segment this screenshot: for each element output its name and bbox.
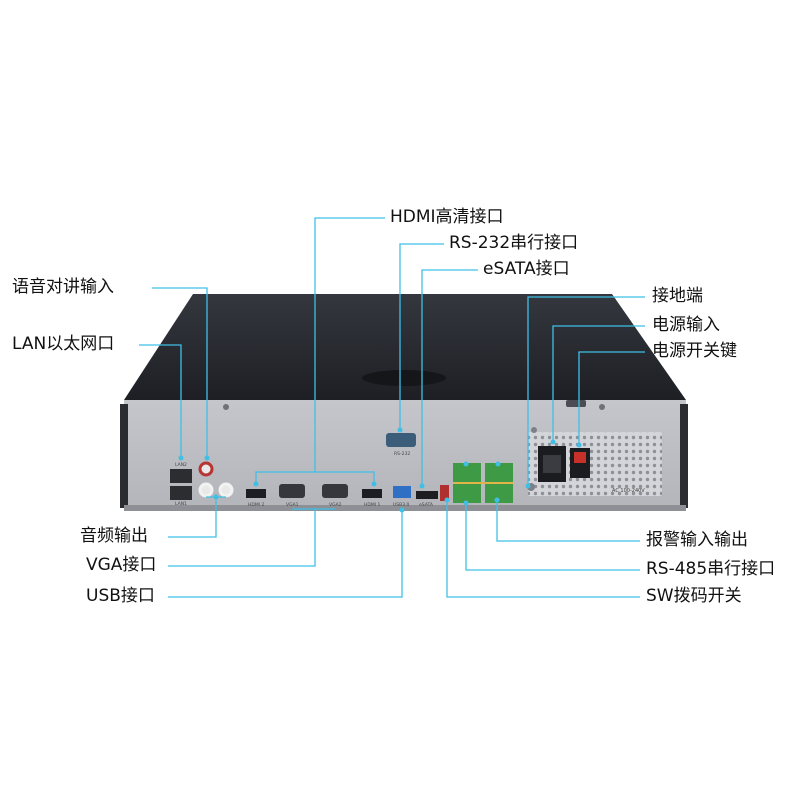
panel-edge-left: [120, 404, 128, 508]
label-alarm: 报警输入输出: [646, 530, 748, 550]
screw: [223, 404, 229, 410]
leader-dot: [213, 494, 219, 500]
hdmi2-text: HDMI 2: [248, 502, 264, 508]
audio-out-jack: [198, 482, 214, 498]
psu-screw: [531, 427, 537, 433]
hdmi-1-port: [362, 489, 382, 498]
leader-dot: [371, 481, 377, 487]
leader-vga: [168, 509, 316, 567]
leader-dot: [399, 507, 405, 513]
vga2-text: VGA2: [329, 502, 342, 508]
leader-dots: [178, 427, 582, 513]
leader-power-switch: [578, 351, 645, 445]
leader-dot: [494, 497, 500, 503]
label-talk: 语音对讲输入: [12, 277, 114, 297]
label-audio-out: 音频输出: [80, 526, 148, 546]
panel-edge-right: [680, 404, 688, 508]
screw: [599, 404, 605, 410]
leader-lan: [139, 344, 182, 458]
usb-text: USB3.0: [393, 502, 410, 508]
lan2-text: LAN2: [175, 462, 187, 468]
label-hdmi: HDMI高清接口: [390, 207, 504, 227]
leader-usb: [168, 510, 403, 598]
hdmi1-text: HDMI 1: [364, 502, 380, 508]
esata-text: eSATA: [419, 502, 434, 508]
alarm-terminals: [440, 463, 513, 503]
usb-esata: USB3.0 eSATA: [393, 486, 438, 508]
leader-dot: [397, 427, 403, 433]
panel-bottom: [124, 505, 686, 511]
leader-dot: [444, 497, 450, 503]
talk-in-jack: [198, 461, 214, 477]
label-rs232: RS-232串行接口: [449, 233, 579, 253]
leader-dot: [463, 500, 469, 506]
chassis-top: [124, 294, 686, 400]
label-power-in: 电源输入: [652, 315, 720, 335]
power-inlet-socket: [543, 455, 561, 473]
leader-rs232: [399, 243, 444, 430]
label-sw: SW拨码开关: [646, 586, 742, 606]
leader-dot: [463, 461, 469, 467]
leader-power-in: [552, 325, 645, 442]
leader-dot: [253, 481, 259, 487]
leader-dot: [576, 442, 582, 448]
leader-sw: [446, 500, 640, 598]
label-power-switch: 电源开关键: [652, 341, 737, 361]
power-switch-rocker: [574, 452, 586, 463]
leader-talk: [152, 287, 208, 458]
leader-dot: [419, 483, 425, 489]
esata-port: [416, 491, 438, 499]
leader-ground: [527, 296, 645, 486]
leader-esata: [421, 269, 478, 486]
power-supply: AC 100-240V: [527, 427, 662, 496]
video-ports: HDMI 2 VGA1 VGA2 HDMI 1: [246, 484, 382, 508]
lan-port-1: [170, 486, 192, 500]
rs232-text: RS-232: [394, 451, 410, 457]
label-vga: VGA接口: [86, 555, 157, 575]
leader-rs485: [465, 503, 640, 571]
vga-2-port: [322, 484, 348, 498]
sw-dip-switch: [440, 485, 449, 501]
label-lan: LAN以太网口: [12, 334, 115, 354]
leader-dot: [204, 455, 210, 461]
lan-port-2: [170, 469, 192, 483]
vga-1-port: [279, 484, 305, 498]
leader-lines: [139, 217, 645, 598]
leader-dot: [525, 483, 531, 489]
leader-hdmi-bracket: [255, 471, 375, 484]
top-badge: [362, 370, 446, 386]
label-usb: USB接口: [86, 586, 155, 606]
leader-audio-out: [168, 497, 217, 538]
leader-dot: [178, 455, 184, 461]
label-rs485: RS-485串行接口: [646, 559, 776, 579]
label-esata: eSATA接口: [483, 259, 570, 279]
leader-alarm: [496, 500, 640, 542]
leader-dot: [550, 439, 556, 445]
rear-latch: [566, 400, 586, 407]
leader-dot: [495, 461, 501, 467]
hdmi-2-port: [246, 489, 266, 498]
rs232-port-group: RS-232: [386, 433, 416, 457]
audio-jacks: [198, 461, 234, 498]
lan1-text: LAN1: [175, 501, 187, 507]
usb-port: [393, 486, 411, 498]
leader-hdmi: [314, 217, 385, 472]
label-ground: 接地端: [652, 286, 703, 306]
audio-out-jack-2: [218, 482, 234, 498]
lan-ports: LAN2 LAN1: [170, 462, 192, 507]
rs232-port: [386, 433, 416, 447]
vga1-text: VGA1: [286, 502, 299, 508]
power-rating-text: AC 100-240V: [612, 488, 645, 494]
